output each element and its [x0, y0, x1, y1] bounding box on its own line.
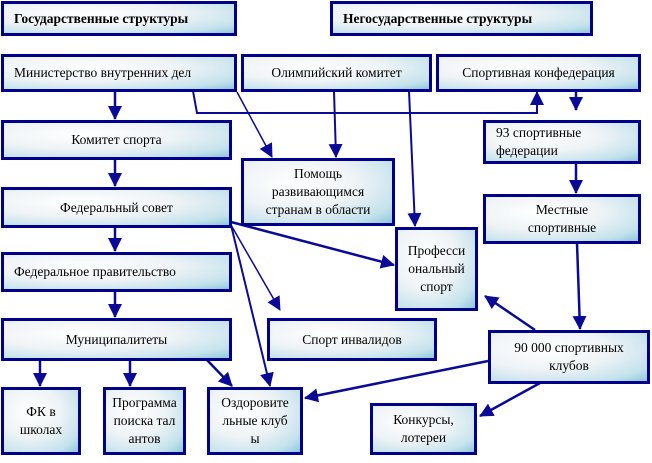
- arrow-ministry-confederation: [192, 90, 544, 114]
- box-olympic-committee: Олимпийский комитет: [241, 54, 432, 92]
- box-label: Оздоровительные клубы: [221, 395, 289, 446]
- box-label: Министерство внутренних дел: [14, 65, 192, 80]
- box-label: Спортивная конфедерация: [462, 65, 615, 80]
- box-label: Местные спортивные: [527, 202, 597, 235]
- box-disabled-sport: Спорт инвалидов: [267, 318, 437, 361]
- box-federal-council: Федеральный совет: [1, 187, 232, 228]
- box-contests: Конкурсы, лотереи: [370, 403, 477, 455]
- box-label: Спорт инвалидов: [302, 331, 402, 347]
- box-label: ФК в школах: [19, 404, 63, 437]
- box-label: Помощь развивающимся странам в области: [265, 166, 371, 217]
- box-label: Федеральное правительство: [14, 264, 176, 279]
- box-ministry: Министерство внутренних дел: [1, 54, 237, 92]
- arrow-clubs-pro: [484, 294, 536, 332]
- box-sport-clubs: 90 000 спортивных клубов: [488, 330, 650, 384]
- box-federations: 93 спортивные федерации: [483, 120, 641, 164]
- box-municipalities: Муниципалитеты: [1, 318, 232, 361]
- arrow-olympic-pro: [407, 90, 422, 227]
- box-aid: Помощь развивающимся странам в области: [241, 158, 395, 226]
- box-talent-program: Программа поиска талантов: [103, 387, 186, 455]
- header-state-structures: Государственные структуры: [1, 1, 237, 36]
- box-sport-committee: Комитет спорта: [1, 120, 232, 160]
- box-label: Программа поиска талантов: [112, 395, 177, 446]
- box-local: Местные спортивные: [483, 194, 641, 244]
- header-label: Негосударственные структуры: [343, 10, 533, 26]
- box-label: Муниципалитеты: [65, 331, 168, 347]
- arrow-clubs-health: [304, 359, 489, 403]
- box-label: Комитет спорта: [71, 132, 162, 147]
- box-label: Профессиональный спорт: [407, 243, 466, 294]
- header-nonstate-structures: Негосударственные структуры: [330, 1, 593, 36]
- box-pro-sport: Профессиональный спорт: [395, 227, 478, 311]
- box-health-clubs: Оздоровительные клубы: [207, 387, 303, 455]
- header-label: Государственные структуры: [14, 10, 189, 26]
- box-label: Олимпийский комитет: [271, 65, 402, 80]
- arrow-clubs-contests: [479, 381, 541, 418]
- box-federal-government: Федеральное правительство: [1, 252, 232, 292]
- box-label: Федеральный совет: [60, 199, 173, 215]
- box-label: 90 000 спортивных клубов: [514, 340, 624, 373]
- arrow-ministry-aid: [236, 91, 273, 158]
- box-confederation: Спортивная конфедерация: [436, 54, 641, 92]
- arrow-municipal-health: [206, 359, 233, 387]
- arrow-local-clubs: [572, 242, 587, 330]
- arrow-olympic-aid: [328, 90, 343, 158]
- arrow-council-disabled: [230, 224, 281, 311]
- arrow-council-health: [230, 224, 274, 387]
- arrow-council-pro: [230, 220, 395, 269]
- box-school-fc: ФК в школах: [1, 387, 81, 455]
- box-label: Конкурсы, лотереи: [393, 412, 454, 445]
- box-label: 93 спортивные федерации: [496, 125, 582, 158]
